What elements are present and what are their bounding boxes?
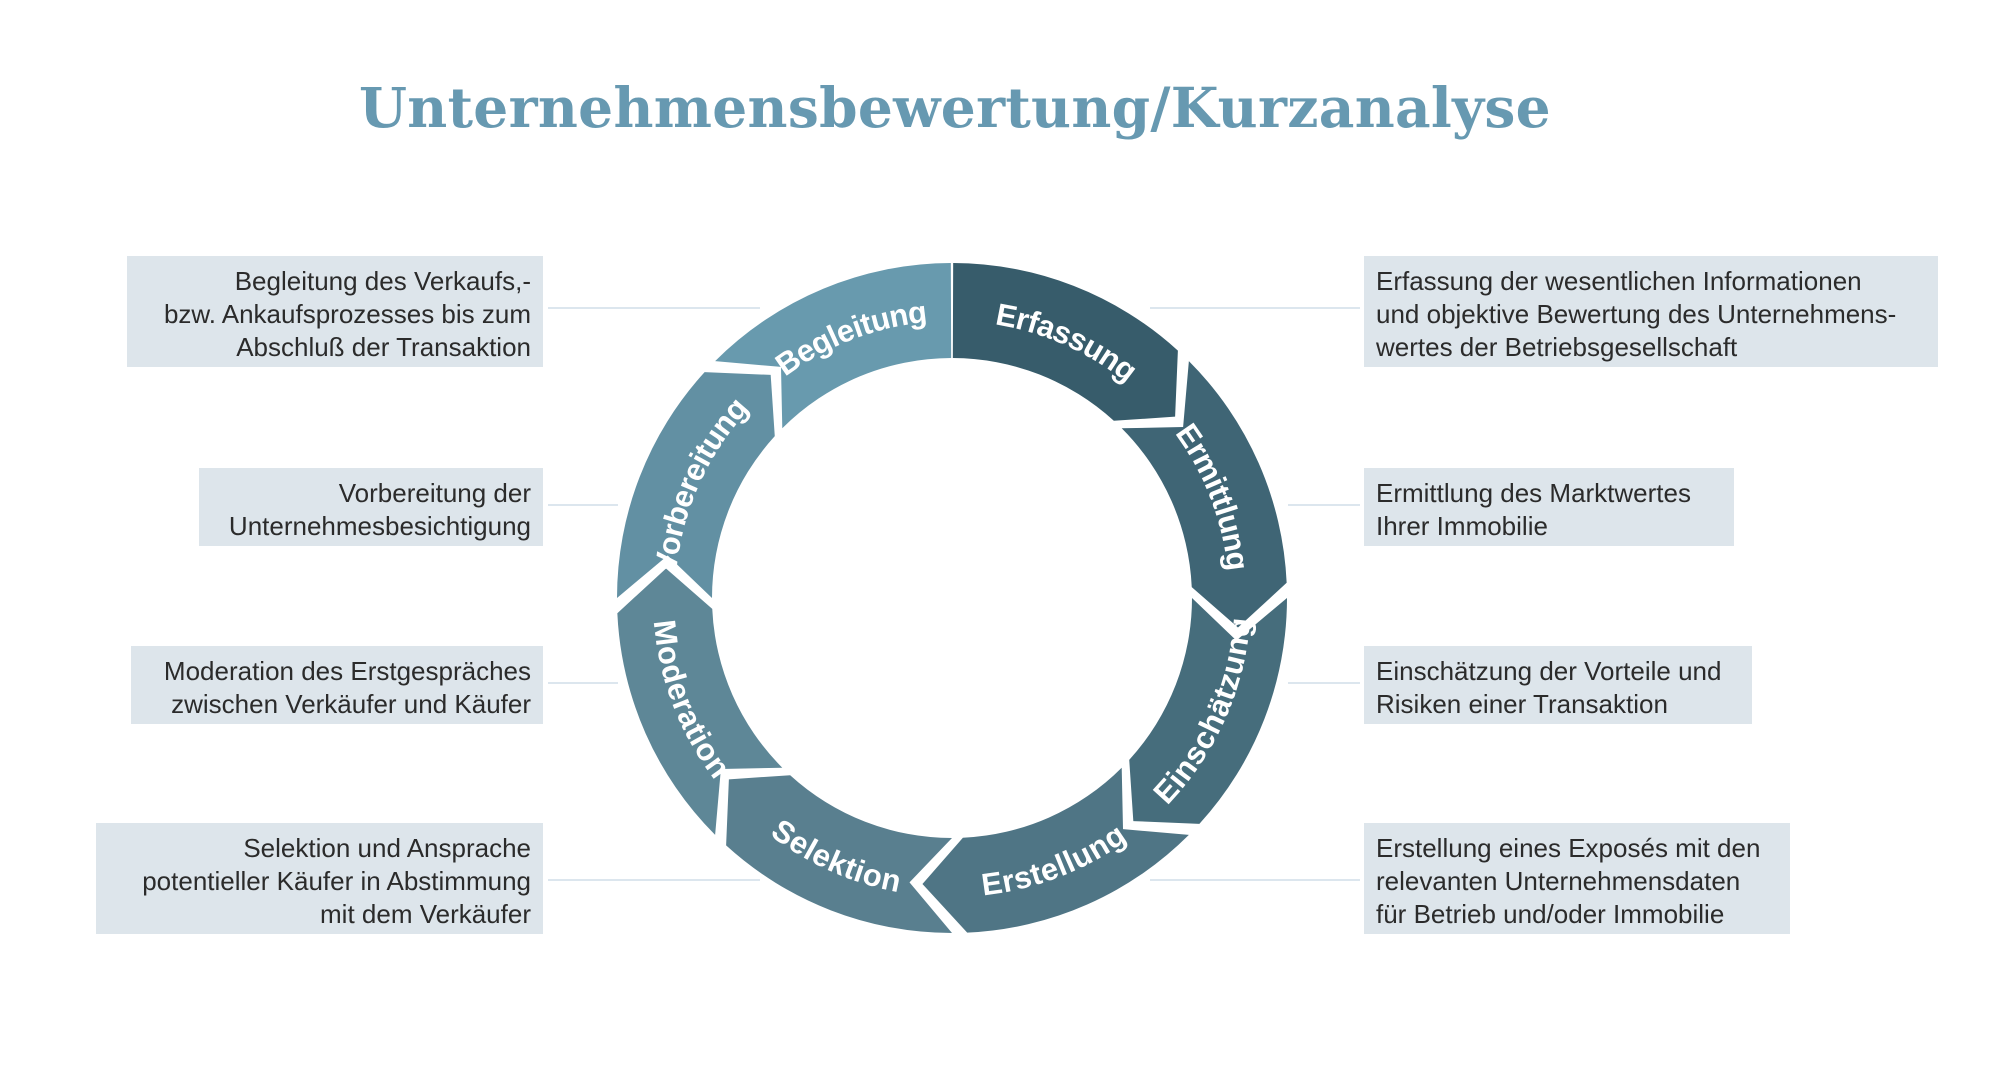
description-begleitung: Begleitung des Verkaufs,- bzw. Ankaufspr… xyxy=(127,256,543,367)
description-erfassung: Erfassung der wesentlichen Informationen… xyxy=(1364,256,1938,367)
description-erstellung: Erstellung eines Exposés mit den relevan… xyxy=(1364,823,1790,934)
cycle-ring xyxy=(617,263,1287,933)
segment-vorbereitung xyxy=(617,372,775,598)
description-line: mit dem Verkäufer xyxy=(320,899,531,929)
description-line: wertes der Betriebsgesellschaft xyxy=(1376,332,1738,362)
description-line: Risiken einer Transaktion xyxy=(1376,689,1668,719)
description-moderation: Moderation des Erstgespräches zwischen V… xyxy=(131,646,543,724)
description-line: Erstellung eines Exposés mit den xyxy=(1376,833,1761,863)
description-line: Einschätzung der Vorteile und xyxy=(1376,656,1722,686)
segment-begleitung xyxy=(715,263,952,429)
description-vorbereitung: Vorbereitung der Unternehmesbesichtigung xyxy=(199,468,543,546)
description-line: Abschluß der Transaktion xyxy=(236,332,531,362)
diagram-title: Unternehmensbewertung/Kurzanalyse xyxy=(359,75,1551,140)
segment-einschätzung xyxy=(1129,598,1287,824)
segment-ermittlung xyxy=(1121,361,1287,628)
description-line: Ihrer Immobilie xyxy=(1376,511,1548,541)
segment-moderation xyxy=(617,568,783,835)
segment-selektion xyxy=(726,775,952,933)
description-line: bzw. Ankaufsprozesses bis zum xyxy=(163,299,531,329)
connector-lines xyxy=(548,307,1360,881)
description-ermittlung: Ermittlung des Marktwertes Ihrer Immobil… xyxy=(1364,468,1734,546)
description-line: Erfassung der wesentlichen Informationen xyxy=(1376,266,1862,296)
description-line: Begleitung des Verkaufs,- xyxy=(234,266,531,296)
description-line: und objektive Bewertung des Unternehmens… xyxy=(1376,299,1897,329)
description-einschaetzung: Einschätzung der Vorteile und Risiken ei… xyxy=(1364,646,1752,724)
description-line: Vorbereitung der xyxy=(338,478,531,508)
description-line: Selektion und Ansprache xyxy=(243,833,531,863)
segment-erstellung xyxy=(922,767,1189,933)
description-line: relevanten Unternehmensdaten xyxy=(1376,866,1741,896)
description-line: für Betrieb und/oder Immobilie xyxy=(1376,899,1725,929)
description-selektion: Selektion und Ansprache potentieller Käu… xyxy=(96,823,543,934)
description-line: zwischen Verkäufer und Käufer xyxy=(171,689,531,719)
description-line: potentieller Käufer in Abstimmung xyxy=(142,866,531,896)
segment-erfassung xyxy=(952,263,1178,421)
description-line: Moderation des Erstgespräches xyxy=(163,656,531,686)
description-line: Ermittlung des Marktwertes xyxy=(1376,478,1691,508)
description-line: Unternehmesbesichtigung xyxy=(228,511,531,541)
